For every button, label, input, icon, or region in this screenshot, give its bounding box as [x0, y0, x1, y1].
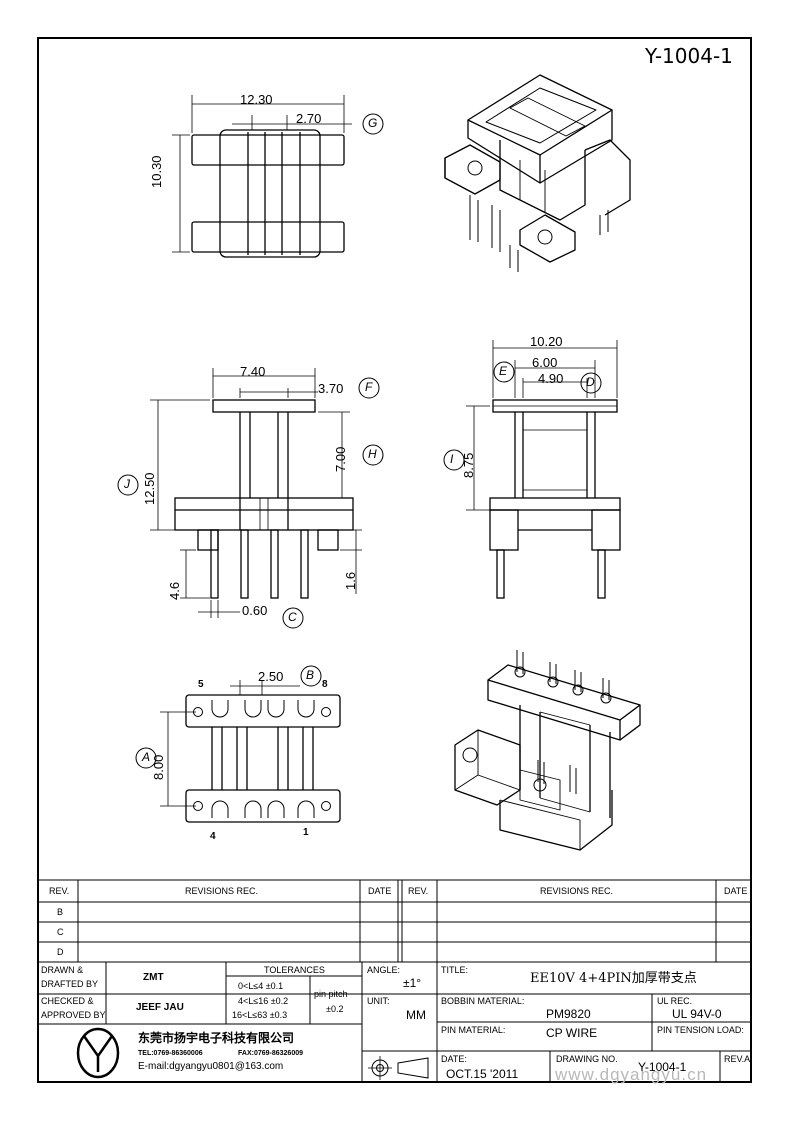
checked-label: CHECKED & — [41, 996, 94, 1006]
dim-top-slot: 2.70 — [296, 111, 322, 126]
dim-front-j: 12.50 — [142, 472, 157, 505]
tolerance-row-3: 16<L≤63 ±0.3 — [232, 1010, 288, 1020]
iso-view-top — [444, 74, 631, 272]
company-fax: FAX:0769-86326009 — [238, 1050, 303, 1057]
marker-c: C — [288, 610, 297, 624]
dim-top-height: 10.30 — [149, 155, 164, 188]
pin-label-8: 8 — [322, 679, 328, 690]
bobbin-material-label: BOBBIN MATERIAL: — [441, 996, 525, 1006]
ul-rec-value: UL 94V-0 — [672, 1007, 722, 1021]
marker-h: H — [368, 447, 377, 461]
pin-label-4: 4 — [210, 831, 216, 842]
bottom-view-pin-holes — [193, 700, 331, 818]
marker-i: I — [450, 452, 454, 466]
front-view-top-flange — [212, 399, 316, 413]
dim-front-pin: 4.6 — [167, 581, 182, 600]
top-view-upper-flange — [191, 134, 345, 166]
rev-row-b: B — [57, 907, 64, 917]
company-tel: TEL:0769-86360006 — [138, 1050, 203, 1057]
tolerance-row-1: 0<L≤4 ±0.1 — [238, 981, 284, 991]
dim-front-pitch-gap: 1.6 — [343, 571, 358, 590]
watermark: www.dgyangyu.cn — [555, 1065, 708, 1084]
company-logo-icon — [76, 1027, 120, 1079]
marker-a: A — [142, 750, 151, 764]
dim-front-f: 3.70 — [318, 381, 344, 396]
dim-front-pin-dia: 0.60 — [242, 603, 268, 618]
marker-e: E — [499, 364, 508, 378]
rev-row-c: C — [57, 927, 64, 937]
marker-f: F — [365, 380, 373, 394]
top-view-lower-flange — [191, 221, 345, 253]
pin-pitch-value: ±0.2 — [326, 1004, 344, 1014]
top-view — [172, 95, 384, 258]
bottom-view — [135, 665, 341, 823]
pin-tension-label: PIN TENSION LOAD: — [657, 1025, 744, 1035]
title-block-grid — [37, 879, 752, 1083]
drawing-frame — [37, 37, 752, 1083]
title-label: TITLE: — [441, 965, 469, 975]
rev-rec-header-right: REVISIONS REC. — [540, 886, 614, 896]
ul-rec-label: UL REC. — [657, 996, 693, 1006]
drafted-label: DRAFTED BY — [41, 979, 99, 989]
rev-a-label: REV.A — [724, 1054, 751, 1064]
dim-top-width: 12.30 — [240, 92, 273, 107]
rev-date-header-right: DATE — [724, 886, 748, 896]
bottom-view-upper-block — [185, 694, 341, 728]
pin-material-value: CP WIRE — [546, 1026, 598, 1040]
title-value: EE10V 4+4PIN加厚带支点 — [530, 971, 697, 986]
pin-label-1: 1 — [303, 827, 309, 838]
dim-bottom-a: 8.00 — [151, 754, 166, 780]
rev-rec-header-left: REVISIONS REC. — [185, 886, 259, 896]
dim-front-h: 7.00 — [333, 446, 348, 472]
company-name: 东莞市扬宇电子科技有限公司 — [138, 1031, 295, 1045]
checked-value: JEEF JAU — [136, 1002, 184, 1013]
doc-number: Y-1004-1 — [645, 44, 733, 68]
dim-side-i: 8.75 — [461, 452, 476, 478]
top-view-core-outline — [219, 129, 321, 258]
pin-pitch-label: pin pitch — [314, 989, 348, 999]
pin-material-label: PIN MATERIAL: — [441, 1025, 506, 1035]
dim-front-flange: 7.40 — [240, 364, 266, 379]
bobbin-material-value: PM9820 — [546, 1007, 591, 1021]
tolerance-row-2: 4<L≤16 ±0.2 — [238, 996, 289, 1006]
tolerances-label: TOLERANCES — [264, 965, 325, 975]
rev-header-left: REV. — [49, 886, 70, 896]
angle-value: ±1° — [403, 976, 422, 990]
unit-value: MM — [406, 1008, 426, 1022]
rev-header-right: REV. — [408, 886, 429, 896]
dim-side-width: 10.20 — [530, 334, 563, 349]
dim-side-e: 6.00 — [532, 355, 558, 370]
drawn-value: ZMT — [143, 972, 164, 983]
dim-bottom-pitch: 2.50 — [258, 669, 284, 684]
marker-d: D — [586, 375, 595, 389]
date-label: DATE: — [441, 1054, 467, 1064]
approved-label: APPROVED BY — [41, 1010, 106, 1020]
side-view — [443, 340, 621, 599]
marker-b: B — [306, 668, 315, 682]
bottom-view-lower-block — [185, 789, 341, 823]
front-view-base — [174, 497, 354, 531]
dim-side-d: 4.90 — [538, 371, 564, 386]
drawn-label: DRAWN & — [41, 965, 84, 975]
front-view — [117, 368, 384, 629]
side-view-pin-right — [597, 549, 606, 599]
drawing-no-value: Y-1004-1 — [638, 1060, 687, 1074]
unit-label: UNIT: — [367, 996, 390, 1006]
rev-date-header-left: DATE — [368, 886, 392, 896]
iso-view-bottom — [454, 650, 641, 851]
date-value: OCT.15 '2011 — [446, 1067, 519, 1081]
marker-g: G — [368, 116, 378, 130]
angle-label: ANGLE: — [367, 965, 401, 975]
marker-j: J — [124, 477, 130, 491]
front-view-pins — [210, 529, 309, 599]
rev-row-d: D — [57, 947, 64, 957]
company-email: E-mail:dgyangyu0801@163.com — [138, 1061, 284, 1072]
side-view-pin-left — [496, 549, 505, 599]
pin-label-5: 5 — [198, 679, 204, 690]
drawing-no-label: DRAWING NO. — [556, 1054, 618, 1064]
